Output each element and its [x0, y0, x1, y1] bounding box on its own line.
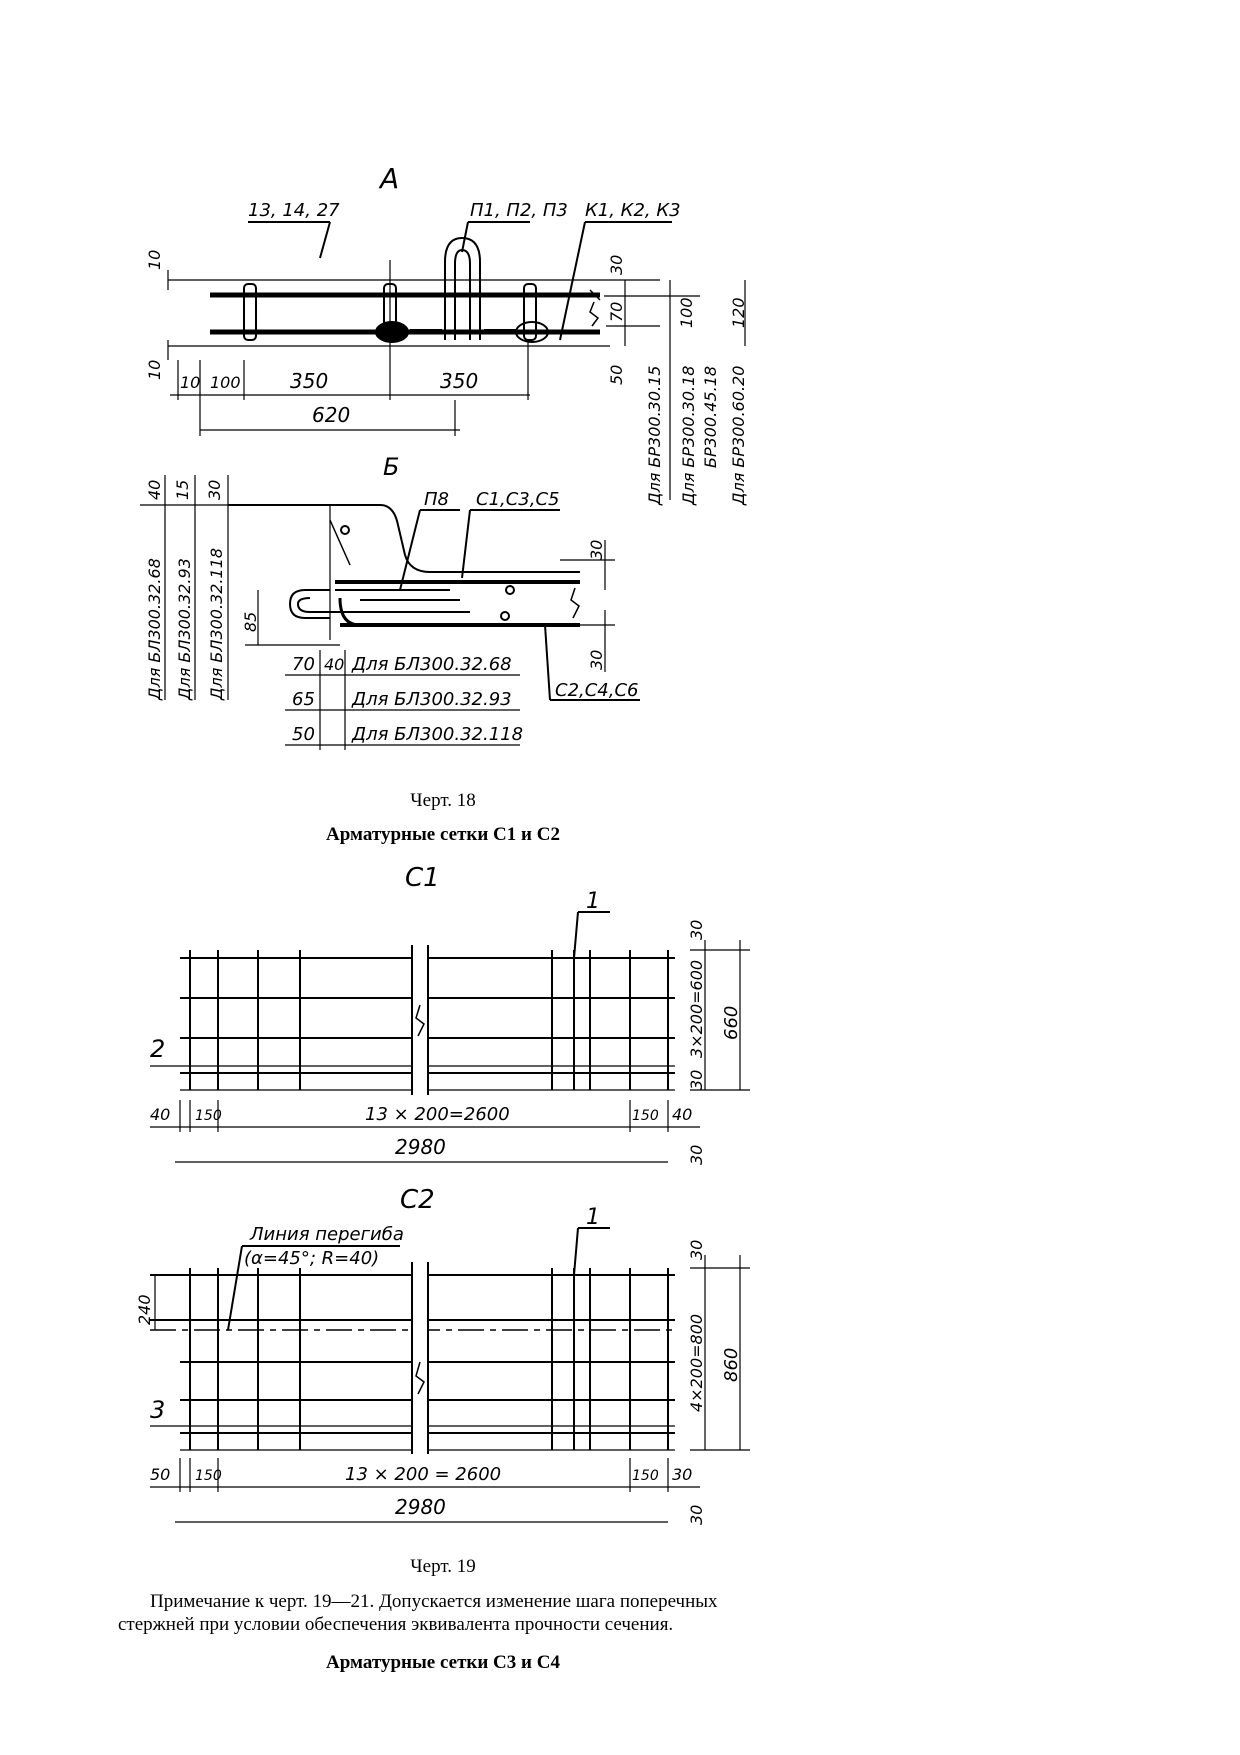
dim-b-15: 15 [173, 480, 192, 500]
c2-dim-240: 240 [135, 1294, 154, 1325]
dim-70-right: 70 [607, 302, 626, 322]
title-meshes-c3-c4: Арматурные сетки С3 и С4 [326, 1652, 560, 1673]
callout-c1-c3-c5: С1,С3,С5 [476, 489, 560, 510]
c2-dim-860: 860 [721, 1348, 742, 1382]
c2-pos-3: 3 [150, 1396, 165, 1424]
fig18-view-a: А 13, 14, 27 П1, П2, П3 К1, К2, К3 [145, 162, 748, 506]
c1-dim-660: 660 [721, 1006, 742, 1040]
dim-620: 620 [312, 403, 350, 427]
callout-p1-p2-p3: П1, П2, П3 [470, 200, 568, 221]
c1-dim-30-top: 30 [687, 920, 706, 940]
dim-bottom-350-a: 350 [290, 369, 328, 393]
c1-dim-30-right: 30 [687, 1145, 706, 1165]
vlabel-bl300-32-93: Для БЛ300.32.93 [175, 558, 194, 701]
dim-b-85: 85 [241, 612, 260, 632]
fig18-view-b: Б 40 15 30 Для БЛ300.32.68 Для БЛ300.32.… [140, 453, 640, 750]
view-b-label: Б [383, 453, 399, 481]
c2-dim-30-right: 30 [687, 1505, 706, 1525]
vlabel-bl300-32-118: Для БЛ300.32.118 [207, 548, 226, 701]
dim-b-30-b: 30 [587, 650, 606, 670]
c1-pos-1: 1 [586, 889, 600, 914]
c2-dim-30-bottom: 30 [672, 1465, 692, 1484]
dim-10-bottom: 10 [145, 360, 164, 380]
c2-dim-30-top: 30 [687, 1240, 706, 1260]
row-68-b: 40 [324, 655, 344, 674]
dim-100-right: 100 [677, 297, 696, 328]
dim-b-30: 30 [205, 480, 224, 500]
c2-dim-2600: 13 × 200 = 2600 [345, 1464, 501, 1485]
caption-fig18: Черт. 18 [410, 790, 476, 811]
c2-dim-50-left: 50 [150, 1465, 170, 1484]
vlabel-br300-60-20: Для БР300.60.20 [729, 366, 748, 507]
vlabel-br300-45-18: БР300.45.18 [701, 366, 720, 468]
mesh-c1-label: С1 [405, 863, 440, 893]
c2-bend-params: (α=45°; R=40) [244, 1248, 379, 1269]
c1-dim-3x200: 3×200=600 [687, 960, 706, 1058]
mesh-c2-label: С2 [400, 1185, 435, 1215]
callout-c2-c4-c6: С2,С4,С6 [555, 680, 639, 701]
vlabel-br300-30-15: Для БР300.30.15 [645, 366, 664, 507]
c1-dim-30-bottom: 30 [687, 1070, 706, 1090]
callout-13-14-27: 13, 14, 27 [248, 200, 340, 221]
c1-dim-2600: 13 × 200=2600 [365, 1104, 510, 1125]
c1-dim-150-right: 150 [632, 1108, 659, 1124]
view-a-label: А [378, 162, 399, 195]
c2-dim-150-left: 150 [195, 1468, 222, 1484]
note-fig19-21: Примечание к черт. 19—21. Допускается из… [118, 1591, 718, 1635]
fig19-mesh-c1: С1 1 2 30 3×200=600 660 [150, 863, 750, 1165]
dim-50-right: 50 [607, 365, 626, 385]
vlabel-bl300-32-68: Для БЛ300.32.68 [145, 558, 164, 701]
dim-30-right: 30 [607, 255, 626, 275]
c2-bend-line-label: Линия перегиба [249, 1224, 404, 1245]
dim-bottom-10: 10 [180, 373, 200, 392]
c2-dim-4x200: 4×200=800 [687, 1314, 706, 1412]
row-93-a: 65 [292, 689, 315, 710]
row-68-text: Для БЛ300.32.68 [351, 654, 512, 675]
fig19-mesh-c2: С2 Линия перегиба (α=45°; R=40) 1 3 [135, 1185, 750, 1525]
caption-fig19: Черт. 19 [410, 1556, 476, 1577]
dim-bottom-100: 100 [210, 373, 241, 392]
c1-pos-2: 2 [150, 1035, 165, 1063]
c2-dim-150-right: 150 [632, 1468, 659, 1484]
callout-k1-k2-k3: К1, К2, К3 [585, 200, 681, 221]
callout-p8: П8 [424, 489, 449, 510]
row-118-a: 50 [292, 724, 315, 745]
c1-dim-150-left: 150 [195, 1108, 222, 1124]
c1-total-2980: 2980 [395, 1135, 446, 1159]
c2-total-2980: 2980 [395, 1495, 446, 1519]
dim-b-40: 40 [145, 480, 164, 500]
dim-10-top: 10 [145, 250, 164, 270]
c1-dim-40-left: 40 [150, 1105, 170, 1124]
row-68-a: 70 [292, 654, 315, 675]
dim-120-right: 120 [729, 297, 748, 328]
dim-b-30-a: 30 [587, 540, 606, 560]
title-meshes-c1-c2: Арматурные сетки С1 и С2 [326, 824, 560, 845]
c2-pos-1: 1 [586, 1205, 600, 1230]
row-93-text: Для БЛ300.32.93 [351, 689, 512, 710]
row-118-text: Для БЛ300.32.118 [351, 724, 523, 745]
c1-dim-40-right: 40 [672, 1105, 692, 1124]
dim-bottom-350-b: 350 [440, 369, 478, 393]
vlabel-br300-30-18: Для БР300.30.18 [679, 366, 698, 507]
